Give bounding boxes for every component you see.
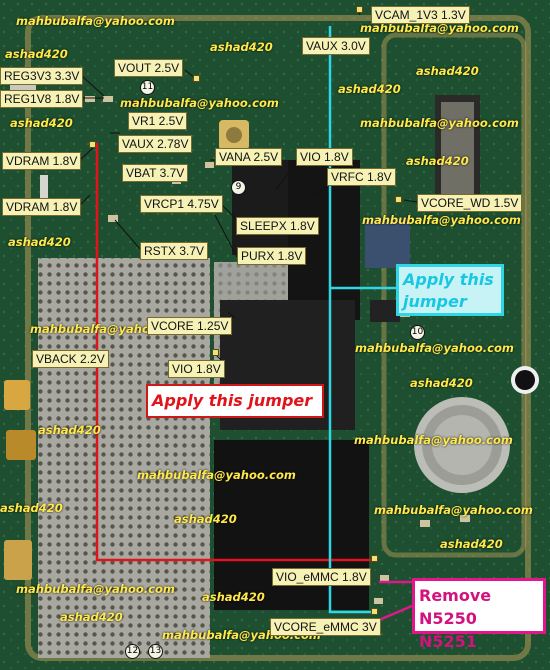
watermark-name: ashad420 bbox=[60, 610, 123, 624]
test-pad bbox=[371, 608, 378, 615]
label-vdram-2: VDRAM 1.8V bbox=[2, 198, 82, 216]
marker-11: 11 bbox=[140, 80, 155, 95]
test-pad bbox=[395, 196, 402, 203]
callout-apply-jumper-cyan: Apply this jumper bbox=[396, 264, 504, 316]
callout-remove-parts: Remove N5250 N5251 bbox=[412, 578, 546, 651]
callout-cyan-line1: Apply this bbox=[403, 270, 494, 289]
watermark-name: ashad420 bbox=[174, 512, 237, 526]
label-rstx: RSTX 3.7V bbox=[140, 242, 209, 260]
watermark-name: ashad420 bbox=[410, 376, 473, 390]
callout-pink-line1: Remove bbox=[419, 586, 492, 605]
label-purx: PURX 1.8V bbox=[237, 247, 307, 265]
callout-pink-line2: N5250 N5251 bbox=[419, 609, 477, 651]
watermark-name: ashad420 bbox=[416, 64, 479, 78]
watermark-name: ashad420 bbox=[440, 537, 503, 551]
watermark-email: mahbubalfa@yahoo.com bbox=[374, 503, 533, 517]
watermark-email: mahbubalfa@yahoo.com bbox=[354, 433, 513, 447]
marker-10: 10 bbox=[410, 325, 425, 340]
label-vrcp1: VRCP1 4.75V bbox=[140, 195, 223, 213]
watermark-email: mahbubalfa@yahoo.com bbox=[16, 14, 175, 28]
test-pad bbox=[193, 75, 200, 82]
test-pad bbox=[356, 6, 363, 13]
label-vana: VANA 2.5V bbox=[215, 148, 283, 166]
watermark-name: ashad420 bbox=[202, 590, 265, 604]
watermark-email: mahbubalfa@yahoo.com bbox=[360, 116, 519, 130]
label-vcore: VCORE 1.25V bbox=[147, 317, 233, 335]
marker-13: 13 bbox=[148, 644, 163, 659]
label-reg1v8: REG1V8 1.8V bbox=[0, 90, 84, 108]
label-vio-top: VIO 1.8V bbox=[296, 148, 353, 166]
watermark-email: mahbubalfa@yahoo.com bbox=[362, 213, 521, 227]
callout-apply-jumper-red: Apply this jumper bbox=[146, 384, 324, 418]
label-vbat: VBAT 3.7V bbox=[122, 164, 189, 182]
label-vio-mid: VIO 1.8V bbox=[168, 360, 225, 378]
watermark-email: mahbubalfa@yahoo.com bbox=[137, 468, 296, 482]
label-vback: VBACK 2.2V bbox=[32, 350, 109, 368]
label-vcore-emmc: VCORE_eMMC 3V bbox=[270, 618, 381, 636]
label-vcore-wd: VCORE_WD 1.5V bbox=[417, 194, 523, 212]
watermark-name: ashad420 bbox=[38, 423, 101, 437]
watermark-name: ashad420 bbox=[5, 47, 68, 61]
watermark-name: ashad420 bbox=[338, 82, 401, 96]
label-vio-emmc: VIO_eMMC 1.8V bbox=[272, 568, 371, 586]
label-vdram-1: VDRAM 1.8V bbox=[2, 152, 82, 170]
test-pad bbox=[371, 555, 378, 562]
callout-cyan-line2: jumper bbox=[403, 292, 467, 311]
marker-9: 9 bbox=[231, 180, 246, 195]
watermark-name: ashad420 bbox=[0, 501, 63, 515]
label-vout: VOUT 2.5V bbox=[114, 59, 184, 77]
marker-12: 12 bbox=[125, 644, 140, 659]
label-sleepx: SLEEPX 1.8V bbox=[236, 217, 319, 235]
watermark-email: mahbubalfa@yahoo.com bbox=[16, 582, 175, 596]
test-pad bbox=[212, 349, 219, 356]
watermark-name: ashad420 bbox=[10, 116, 73, 130]
test-pad bbox=[89, 141, 96, 148]
label-reg3v3: REG3V3 3.3V bbox=[0, 67, 84, 85]
watermark-name: ashad420 bbox=[406, 154, 469, 168]
watermark-name: ashad420 bbox=[210, 40, 273, 54]
label-vrfc: VRFC 1.8V bbox=[327, 168, 396, 186]
label-vaux-3v0: VAUX 3.0V bbox=[302, 37, 370, 55]
watermark-email: mahbubalfa@yahoo.com bbox=[120, 96, 279, 110]
watermark-email: mahbubalfa@yahoo.com bbox=[360, 21, 519, 35]
label-vr1: VR1 2.5V bbox=[128, 112, 188, 130]
watermark-name: ashad420 bbox=[8, 235, 71, 249]
label-vcam-1v3: VCAM_1V3 1.3V bbox=[371, 6, 470, 24]
watermark-email: mahbubalfa@yahoo.com bbox=[355, 341, 514, 355]
label-vaux-278: VAUX 2.78V bbox=[118, 135, 193, 153]
